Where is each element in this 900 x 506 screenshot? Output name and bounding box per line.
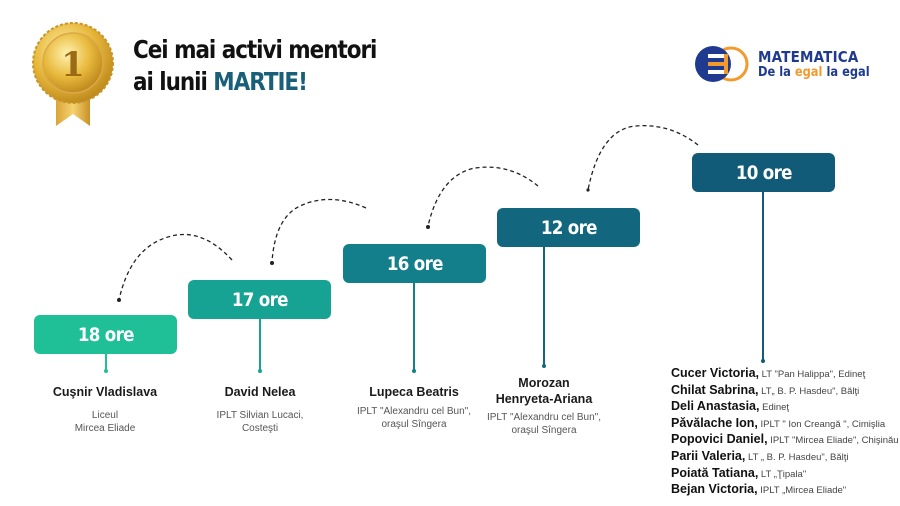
list-item: Poiată Tatiana, LT „Ţipala" [671,465,807,480]
mentor-school: IPLT "Alexandru cel Bun", oraşul Sîngera [356,406,471,430]
hours-badge-17: 17 ore [188,280,331,319]
mentor-name: David Nelea [224,385,296,399]
stem-dot [104,369,108,373]
mentor-school: Liceul Mircea Eliade [74,410,136,434]
hours-badge-16: 16 ore [343,244,486,283]
stem-line [105,354,107,370]
list-item: Parii Valeria, LT „ B. P. Hasdeu", Bălţi [671,448,849,463]
hours-badge-18: 18 ore [34,315,177,354]
stem-line [762,192,764,360]
stem-dot [258,369,262,373]
mentor-school: IPLT Silvian Lucaci, Costeşti [216,410,304,434]
arc-4 [587,124,699,191]
logo-title: MATEMATICA [758,48,859,66]
mentor-name: Lupeca Beatris [369,385,459,399]
logo-icon [695,46,749,82]
stem-line [413,283,415,370]
stem-line [543,247,545,365]
hours-badge-10: 10 ore [692,153,835,192]
list-item: Chilat Sabrina, LT„ B. P. Hasdeu", Bălţi [671,382,860,397]
mentor-school: IPLT "Alexandru cel Bun", oraşul Sîngera [486,412,601,436]
mentor-name: Cuşnir Vladislava [52,385,158,399]
page-title: Cei mai activi mentori ai lunii MARTIE! [133,34,377,98]
list-item: Pǎvălache Ion, IPLT " Ion Creangă ", Cim… [671,415,886,430]
arc-2 [271,198,367,263]
gold-medal-icon: 1 [32,22,114,126]
arc-1 [118,233,233,301]
month-highlight: MARTIE! [213,67,308,96]
title-line-2: ai lunii MARTIE! [133,67,308,96]
stem-dot [542,364,546,368]
svg-text:1: 1 [61,45,85,85]
stem-line [259,318,261,370]
ten-hours-mentor-list: Cucer Victoria, LT "Pan Halippa", Edineţ… [671,366,899,499]
list-item: Deli Anastasia, Edineţ [671,399,790,414]
stem-dot [412,369,416,373]
list-item: Bejan Victoria, IPLT „Mircea Eliade" [671,482,847,497]
logo-subtitle: De la egal la egal [758,65,870,80]
hours-badge-12: 12 ore [497,208,640,247]
title-line-1: Cei mai activi mentori [133,35,377,64]
list-item: Cucer Victoria, LT "Pan Halippa", Edineţ [671,366,866,380]
mentor-name: Morozan Henryeta-Ariana [495,376,593,406]
arc-3 [427,166,539,227]
stem-dot [761,359,765,363]
list-item: Popovici Daniel, IPLT "Mircea Eliade", C… [671,432,899,447]
